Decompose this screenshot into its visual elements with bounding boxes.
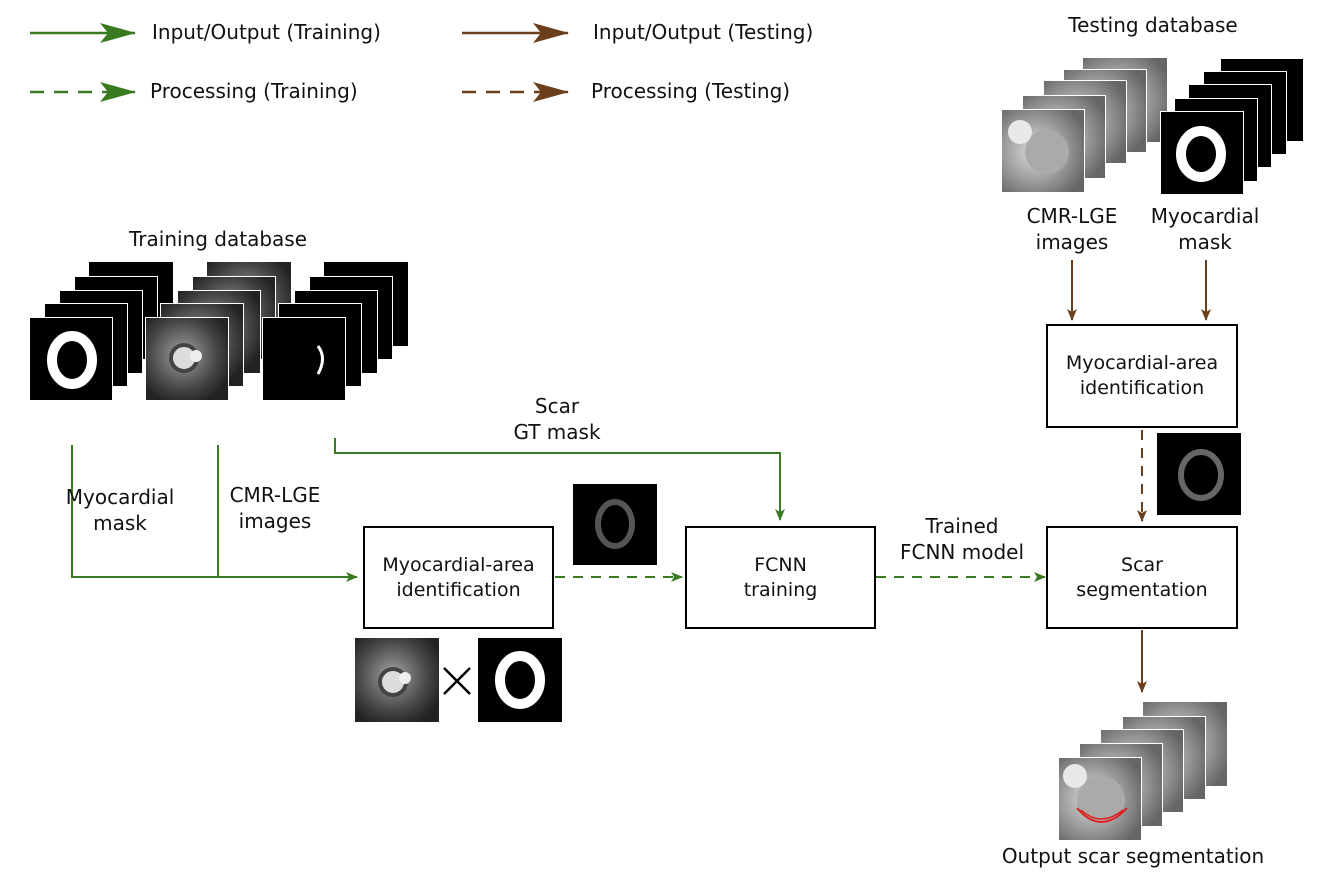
wire-scar-gt [334,438,785,521]
testing-myocardial-area-thumbnail [1157,433,1241,515]
legend-proc-testing: Processing (Testing) [591,79,791,103]
output-segmentation-image [1058,757,1142,841]
legend-io-training: Input/Output (Training) [152,20,381,44]
multiply-icon [443,667,471,695]
product-cmr-image [355,638,439,722]
legend-proc-training: Processing (Training) [150,79,358,103]
testing-database-title: Testing database [1068,13,1238,37]
product-mask-image [478,638,562,722]
testing-mask-image [1160,111,1244,195]
scar-gt-image [262,317,346,401]
myocardial-area-thumbnail [573,484,657,565]
training-database-title: Training database [129,227,307,251]
output-scar-segmentation-label: Output scar segmentation [1001,844,1265,868]
mask-ring-image [29,317,113,401]
wire-myocardial-mask [71,445,218,578]
testing-cmr-image [1001,109,1085,193]
legend-io-testing: Input/Output (Testing) [593,20,814,44]
cmr-lge-image [145,317,229,401]
